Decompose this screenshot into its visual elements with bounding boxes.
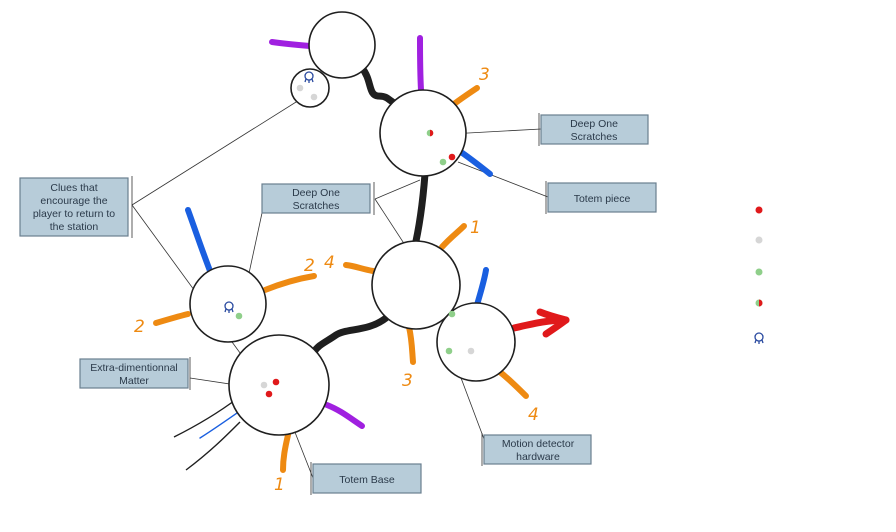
red-green-dot-icon <box>755 299 763 307</box>
tentacle-icon <box>224 301 234 313</box>
callout-text: player to return to <box>33 208 115 220</box>
room-top <box>308 11 376 79</box>
room-bottom <box>228 334 330 436</box>
legend <box>754 206 764 344</box>
red-dot-icon <box>272 378 280 386</box>
green-dot-icon <box>755 268 763 276</box>
orange-arms <box>153 85 529 473</box>
callout-text: Matter <box>119 375 149 387</box>
number-label: 2 <box>304 256 315 276</box>
room-small <box>290 68 330 108</box>
green-dot-icon <box>235 312 243 320</box>
gray-dot-icon <box>755 236 763 244</box>
callout-text: Deep One <box>570 118 618 130</box>
callout-motion-detector: Motion detector hardware <box>481 433 592 466</box>
callout-text: Clues that <box>50 182 97 194</box>
room-left <box>189 265 267 343</box>
room-upper-right <box>379 89 467 177</box>
tentacle-icon <box>304 71 314 83</box>
gray-dot-icon <box>310 93 318 101</box>
green-dot-icon <box>439 158 447 166</box>
callout-text: encourage the <box>40 195 107 207</box>
red-arrow <box>510 308 570 338</box>
gray-dot-icon <box>296 84 304 92</box>
callout-text: the station <box>50 221 99 233</box>
callout-extra-dimensional: Extra-dimentionnal Matter <box>79 357 191 390</box>
red-dot-icon <box>755 206 763 214</box>
callout-text: Deep One <box>292 187 340 199</box>
tentacle-icon <box>754 332 764 344</box>
item-markers <box>235 84 475 398</box>
red-dot-icon <box>448 153 456 161</box>
gray-dot-icon <box>467 347 475 355</box>
callout-text: Totem Base <box>339 474 395 486</box>
callout-totem-base: Totem Base <box>310 462 422 495</box>
purple-arms <box>269 35 424 429</box>
rooms <box>189 11 516 436</box>
number-label: 1 <box>274 475 285 495</box>
number-label: 3 <box>479 65 490 85</box>
number-label: 2 <box>134 317 145 337</box>
green-dot-icon <box>448 310 456 318</box>
green-dot-icon <box>445 347 453 355</box>
callout-text: hardware <box>516 451 560 463</box>
callout-text: Scratches <box>571 131 618 143</box>
room-right <box>436 302 516 382</box>
red-dot-icon <box>265 390 273 398</box>
callout-clues: Clues that encourage the player to retur… <box>19 176 133 238</box>
gray-dot-icon <box>260 381 268 389</box>
callout-deep-one-mid: Deep One Scratches <box>261 182 375 215</box>
callout-totem-piece: Totem piece <box>545 181 657 214</box>
number-label: 1 <box>470 218 481 238</box>
number-label: 4 <box>528 405 539 425</box>
callout-text: Scratches <box>293 200 340 212</box>
callout-text: Motion detector <box>502 438 575 450</box>
number-label: 3 <box>402 371 413 391</box>
callout-text: Totem piece <box>574 193 631 205</box>
callout-deep-one-top: Deep One Scratches <box>538 113 649 146</box>
number-label: 4 <box>324 253 335 273</box>
callout-text: Extra-dimentionnal <box>90 362 178 374</box>
room-center <box>371 240 461 330</box>
